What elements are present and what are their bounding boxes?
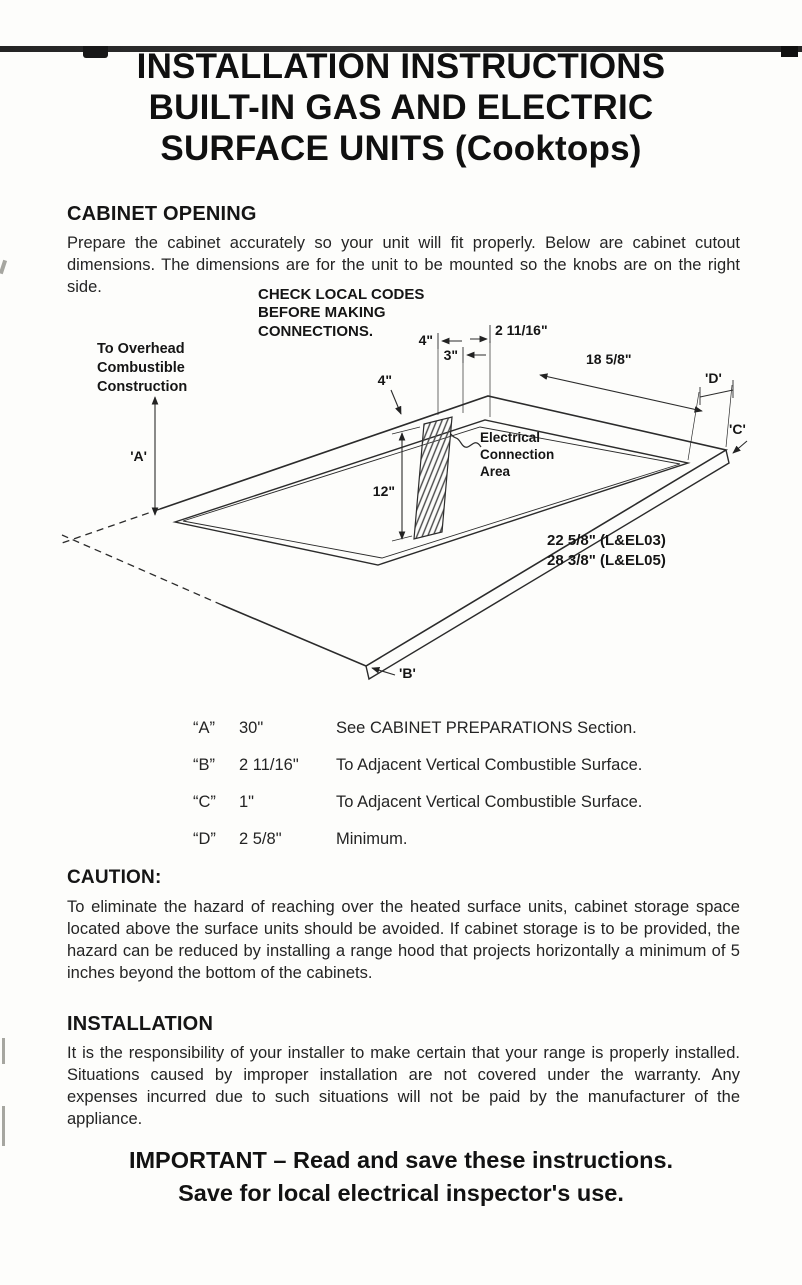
electrical-pointer-squiggle (450, 433, 482, 448)
dim-4-top-label: 4" (419, 332, 433, 348)
dim-d-label: 'D' (705, 370, 722, 386)
countertop-hidden-edge-top (61, 508, 161, 544)
cutout-width-l05-label: 28 3/8" (L&EL05) (547, 552, 666, 569)
legend-description: To Adjacent Vertical Combustible Surface… (336, 793, 643, 811)
dimension-legend: “A” 30" See CABINET PREPARATIONS Section… (193, 718, 740, 850)
cabinet-opening-body: Prepare the cabinet accurately so your u… (67, 234, 740, 296)
scan-artifact (0, 259, 8, 275)
legend-letter: “A” (193, 719, 215, 737)
scan-notch-artifact (83, 46, 108, 58)
countertop-edge-thickness (365, 449, 730, 681)
dim-18-5-8-label: 18 5/8" (586, 351, 632, 367)
caution-heading: CAUTION: (67, 867, 162, 888)
dim-c-label: 'C' (729, 421, 746, 437)
dim-12-tick-top (391, 426, 421, 435)
dim-12-tick-bottom (391, 535, 413, 542)
electrical-connection-label: Electrical Connection Area (480, 430, 555, 479)
electrical-area-hatch (413, 416, 453, 540)
scan-artifact (2, 1038, 5, 1064)
legend-value: 2 5/8" (239, 830, 282, 848)
footer-notice: IMPORTANT – Read and save these instruct… (0, 1144, 802, 1210)
dim-4-back-label: 4" (378, 372, 392, 388)
document-title-line-3: SURFACE UNITS (Cooktops) (160, 129, 642, 168)
document-title-line-2: BUILT-IN GAS AND ELECTRIC (148, 88, 654, 127)
legend-row-a: “A” 30" See CABINET PREPARATIONS Section… (193, 718, 740, 739)
footer-save-line: Save for local electrical inspector's us… (178, 1180, 624, 1206)
legend-description: Minimum. (336, 830, 408, 848)
check-local-codes-note: CHECK LOCAL CODES BEFORE MAKING CONNECTI… (258, 286, 425, 340)
footer-important-line: IMPORTANT – Read and save these instruct… (128, 1147, 674, 1173)
legend-value: 1" (239, 793, 255, 811)
legend-description: See CABINET PREPARATIONS Section. (336, 719, 637, 737)
legend-value: 2 11/16" (239, 756, 299, 774)
caution-body: To eliminate the hazard of reaching over… (67, 898, 740, 982)
dimension-lines (151, 325, 748, 676)
cabinet-opening-heading: CABINET OPENING (67, 203, 257, 225)
scan-artifact (2, 1106, 5, 1146)
dim-b-label: 'B' (399, 665, 416, 681)
dim-3-label: 3" (444, 347, 458, 363)
installation-body: It is the responsibility of your install… (67, 1044, 740, 1128)
dim-12-label: 12" (373, 483, 395, 499)
dim-a-label: 'A' (130, 448, 147, 464)
cutout-diagram-svg: 'A' 4" 3" 2 11/16" 18 5/8" 'D' 'C' 4" 12… (61, 322, 748, 681)
dim-b-pointer (371, 666, 396, 676)
scan-corner-artifact (781, 46, 798, 57)
legend-row-b: “B” 2 11/16" To Adjacent Vertical Combus… (193, 755, 740, 776)
dim-4-back-pointer (390, 389, 402, 415)
cutout-opening-inner-edge (182, 426, 681, 559)
legend-letter: “D” (193, 830, 216, 848)
cutout-opening-outline (172, 419, 691, 566)
legend-letter: “B” (193, 756, 215, 774)
dim-c-pointer (732, 440, 748, 454)
document-title-line-1: INSTALLATION INSTRUCTIONS (136, 47, 666, 86)
document-title: INSTALLATION INSTRUCTIONS BUILT-IN GAS A… (0, 46, 802, 169)
dim-2-11-16-label: 2 11/16" (495, 322, 548, 338)
dim-d-extension-right (725, 384, 733, 448)
cutout-width-l03-label: 22 5/8" (L&EL03) (547, 532, 666, 549)
legend-row-c: “C” 1" To Adjacent Vertical Combustible … (193, 792, 740, 813)
legend-row-d: “D” 2 5/8" Minimum. (193, 829, 740, 850)
dim-d-line (699, 389, 734, 398)
legend-letter: “C” (193, 793, 216, 811)
installation-heading: INSTALLATION (67, 1013, 214, 1035)
dim-d-extension-left (687, 391, 700, 461)
legend-description: To Adjacent Vertical Combustible Surface… (336, 756, 643, 774)
overhead-combustible-label: To Overhead Combustible Construction (97, 341, 188, 395)
scan-edge-artifact (0, 46, 802, 52)
dim-18-5-8-arrow (539, 373, 703, 413)
countertop-hidden-edge-bottom (61, 534, 223, 606)
legend-value: 30" (239, 719, 264, 737)
cabinet-cutout-diagram: 'A' 4" 3" 2 11/16" 18 5/8" 'D' 'C' 4" 12… (0, 284, 802, 708)
